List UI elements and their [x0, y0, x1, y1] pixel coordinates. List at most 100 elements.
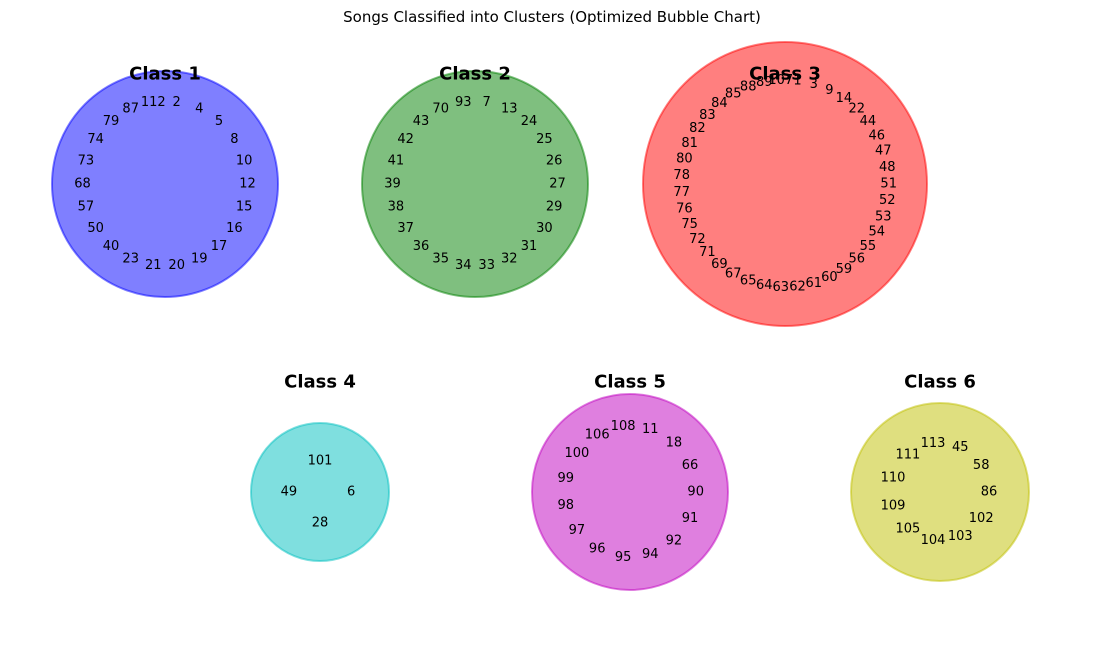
- song-label: 104: [921, 533, 946, 548]
- song-label: 13: [501, 102, 518, 117]
- song-label: 68: [74, 177, 91, 192]
- song-label: 57: [78, 200, 95, 215]
- song-label: 14: [836, 91, 853, 106]
- song-label: 27: [549, 177, 566, 192]
- song-label: 93: [455, 95, 472, 110]
- song-label: 8: [230, 132, 238, 147]
- song-label: 15: [236, 200, 253, 215]
- song-label: 97: [569, 523, 586, 538]
- song-label: 20: [168, 258, 185, 273]
- song-label: 53: [875, 209, 892, 224]
- song-label: 21: [145, 258, 162, 273]
- song-label: 11: [642, 422, 659, 437]
- cluster-title: Class 3: [749, 64, 821, 85]
- cluster-title: Class 5: [594, 372, 666, 393]
- song-label: 25: [536, 132, 553, 147]
- song-label: 55: [860, 239, 877, 254]
- cluster-title: Class 2: [439, 64, 511, 85]
- song-label: 84: [711, 96, 728, 111]
- song-label: 37: [397, 221, 414, 236]
- song-label: 94: [642, 547, 659, 562]
- song-label: 101: [308, 453, 333, 468]
- song-label: 33: [478, 258, 495, 273]
- song-label: 80: [676, 152, 693, 167]
- song-label: 17: [211, 239, 228, 254]
- song-label: 2: [173, 95, 181, 110]
- cluster-bubble: [361, 70, 589, 298]
- song-label: 29: [546, 200, 563, 215]
- song-label: 43: [413, 114, 430, 129]
- song-label: 58: [973, 458, 990, 473]
- song-label: 76: [676, 201, 693, 216]
- song-label: 36: [413, 239, 430, 254]
- song-label: 4: [195, 102, 203, 117]
- song-label: 12: [239, 177, 256, 192]
- song-label: 10: [236, 153, 253, 168]
- song-label: 96: [589, 541, 606, 556]
- song-label: 103: [948, 529, 973, 544]
- song-label: 18: [666, 436, 683, 451]
- song-label: 95: [615, 550, 632, 565]
- song-label: 39: [384, 177, 401, 192]
- song-label: 67: [725, 266, 742, 281]
- cluster-bubble: [531, 393, 729, 591]
- song-label: 44: [860, 114, 877, 129]
- song-label: 6: [347, 485, 355, 500]
- song-label: 28: [312, 516, 329, 531]
- song-label: 70: [432, 102, 449, 117]
- song-label: 61: [806, 276, 823, 291]
- song-label: 54: [869, 225, 886, 240]
- song-label: 35: [432, 252, 449, 267]
- song-label: 16: [226, 221, 243, 236]
- song-label: 88: [740, 80, 757, 95]
- song-label: 31: [521, 239, 538, 254]
- song-label: 46: [869, 128, 886, 143]
- song-label: 105: [895, 522, 920, 537]
- song-label: 42: [397, 132, 414, 147]
- song-label: 65: [740, 273, 757, 288]
- song-label: 40: [103, 239, 120, 254]
- song-label: 47: [875, 144, 892, 159]
- cluster-bubble: [850, 402, 1030, 582]
- song-label: 75: [681, 217, 698, 232]
- song-label: 71: [699, 245, 716, 260]
- song-label: 110: [881, 471, 906, 486]
- song-label: 38: [388, 200, 405, 215]
- song-label: 86: [981, 485, 998, 500]
- song-label: 5: [215, 114, 223, 129]
- song-label: 30: [536, 221, 553, 236]
- song-label: 98: [558, 498, 575, 513]
- song-label: 106: [585, 428, 610, 443]
- song-label: 83: [699, 108, 716, 123]
- song-label: 89: [756, 75, 773, 90]
- cluster-bubble: [642, 41, 928, 327]
- song-label: 24: [521, 114, 538, 129]
- song-label: 23: [122, 252, 139, 267]
- song-label: 82: [689, 121, 706, 136]
- song-label: 109: [881, 498, 906, 513]
- song-label: 102: [969, 511, 994, 526]
- song-label: 113: [921, 436, 946, 451]
- song-label: 107: [768, 73, 793, 88]
- song-label: 19: [191, 252, 208, 267]
- song-label: 78: [673, 168, 690, 183]
- song-label: 91: [682, 511, 699, 526]
- song-label: 87: [122, 102, 139, 117]
- cluster-bubble: [51, 70, 279, 298]
- song-label: 26: [546, 153, 563, 168]
- song-label: 90: [687, 485, 704, 500]
- song-label: 77: [673, 185, 690, 200]
- song-label: 72: [689, 232, 706, 247]
- song-label: 74: [87, 132, 104, 147]
- song-label: 60: [821, 270, 838, 285]
- cluster-3: 5148474644221493110789888584838281807877…: [642, 41, 928, 327]
- song-label: 73: [78, 153, 95, 168]
- chart-title: Songs Classified into Clusters (Optimize…: [343, 8, 761, 26]
- song-label: 112: [141, 95, 166, 110]
- song-label: 56: [849, 251, 866, 266]
